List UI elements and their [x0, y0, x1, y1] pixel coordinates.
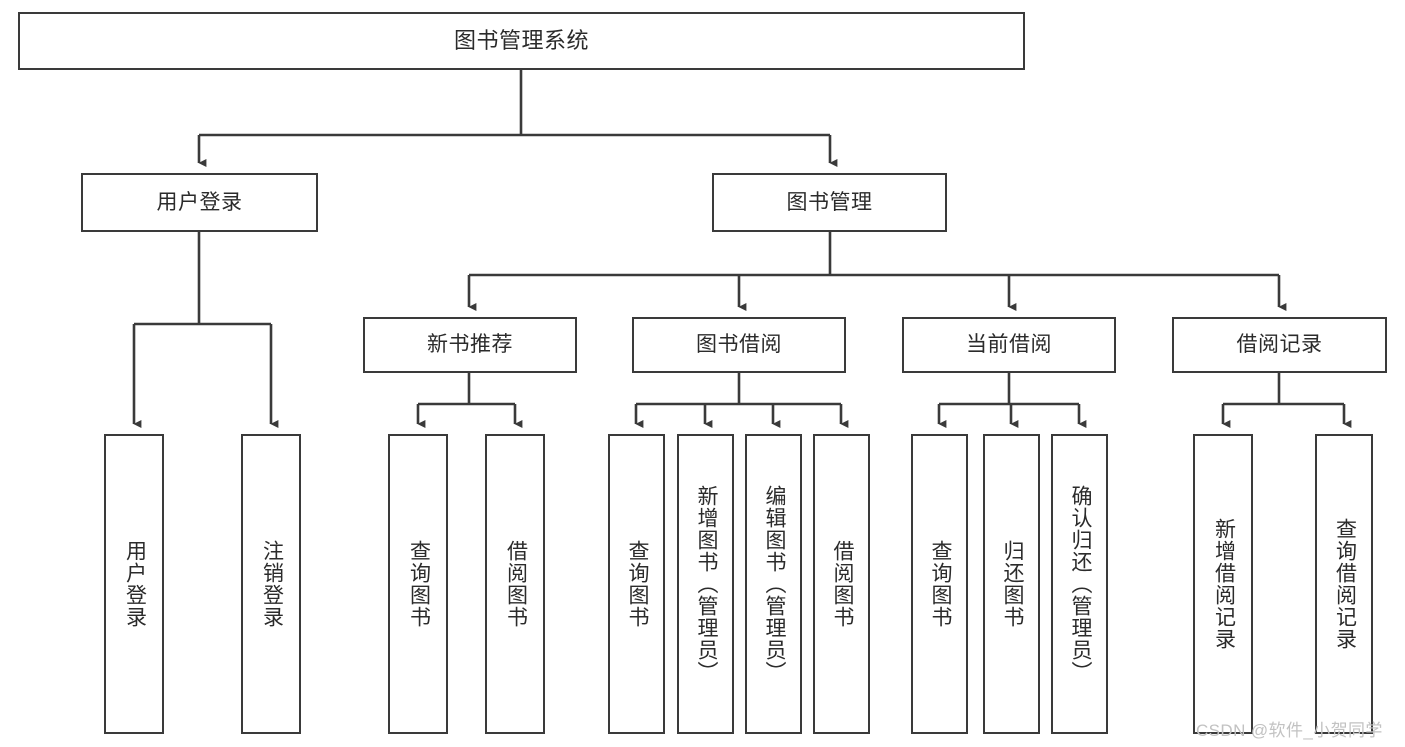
node-book-borrow-label: 图书借阅 — [696, 333, 782, 357]
node-leaf-confirm-return-label: 确认归还（管理员） — [1068, 485, 1092, 683]
node-book-borrow[interactable]: 图书借阅 — [632, 317, 846, 373]
node-leaf-user-login[interactable]: 用户登录 — [104, 434, 164, 734]
node-leaf-borrow-book-1[interactable]: 借阅图书 — [485, 434, 545, 734]
node-leaf-query-record[interactable]: 查询借阅记录 — [1315, 434, 1373, 734]
edge-group-book-borrow — [634, 373, 849, 428]
node-leaf-user-login-label: 用户登录 — [123, 540, 147, 628]
node-new-book-recommend[interactable]: 新书推荐 — [363, 317, 577, 373]
node-root[interactable]: 图书管理系统 — [18, 12, 1025, 70]
node-leaf-confirm-return[interactable]: 确认归还（管理员） — [1051, 434, 1108, 734]
edge-group-current-borrow — [937, 373, 1087, 428]
node-leaf-logout-label: 注销登录 — [260, 540, 284, 628]
edge-group-borrow-record — [1221, 373, 1352, 428]
node-leaf-borrow-book-2[interactable]: 借阅图书 — [813, 434, 870, 734]
node-leaf-return-book[interactable]: 归还图书 — [983, 434, 1040, 734]
node-leaf-query-record-label: 查询借阅记录 — [1333, 518, 1357, 650]
node-leaf-borrow-book-1-label: 借阅图书 — [504, 540, 528, 628]
node-leaf-borrow-book-2-label: 借阅图书 — [830, 540, 854, 628]
node-book-manage[interactable]: 图书管理 — [712, 173, 947, 232]
edge-group-new-book-recommend — [416, 373, 523, 428]
node-user-login-label: 用户登录 — [156, 190, 243, 214]
node-current-borrow-label: 当前借阅 — [966, 333, 1052, 357]
node-leaf-logout[interactable]: 注销登录 — [241, 434, 301, 734]
node-leaf-query-book-3-label: 查询图书 — [928, 540, 952, 628]
edge-group-root — [197, 70, 838, 167]
node-leaf-return-book-label: 归还图书 — [1000, 540, 1024, 628]
node-root-label: 图书管理系统 — [453, 27, 589, 53]
node-borrow-record[interactable]: 借阅记录 — [1172, 317, 1387, 373]
edge-group-user-login — [132, 232, 279, 428]
csdn-watermark: CSDN @软件_小贺同学 — [1196, 721, 1383, 740]
node-user-login[interactable]: 用户登录 — [81, 173, 318, 232]
node-leaf-add-book[interactable]: 新增图书（管理员） — [677, 434, 734, 734]
node-leaf-query-book-2-label: 查询图书 — [625, 540, 649, 628]
node-leaf-add-book-label: 新增图书（管理员） — [694, 485, 718, 683]
node-leaf-add-record-label: 新增借阅记录 — [1212, 518, 1236, 650]
node-leaf-query-book-3[interactable]: 查询图书 — [911, 434, 968, 734]
node-book-manage-label: 图书管理 — [786, 190, 873, 214]
node-leaf-add-record[interactable]: 新增借阅记录 — [1193, 434, 1253, 734]
node-current-borrow[interactable]: 当前借阅 — [902, 317, 1116, 373]
edge-group-book-manage — [467, 232, 1287, 311]
node-leaf-query-book-1-label: 查询图书 — [407, 540, 431, 628]
node-leaf-query-book-1[interactable]: 查询图书 — [388, 434, 448, 734]
node-leaf-edit-book-label: 编辑图书（管理员） — [762, 485, 786, 683]
node-leaf-edit-book[interactable]: 编辑图书（管理员） — [745, 434, 802, 734]
node-new-book-recommend-label: 新书推荐 — [427, 333, 513, 357]
node-borrow-record-label: 借阅记录 — [1236, 333, 1323, 357]
node-leaf-query-book-2[interactable]: 查询图书 — [608, 434, 665, 734]
